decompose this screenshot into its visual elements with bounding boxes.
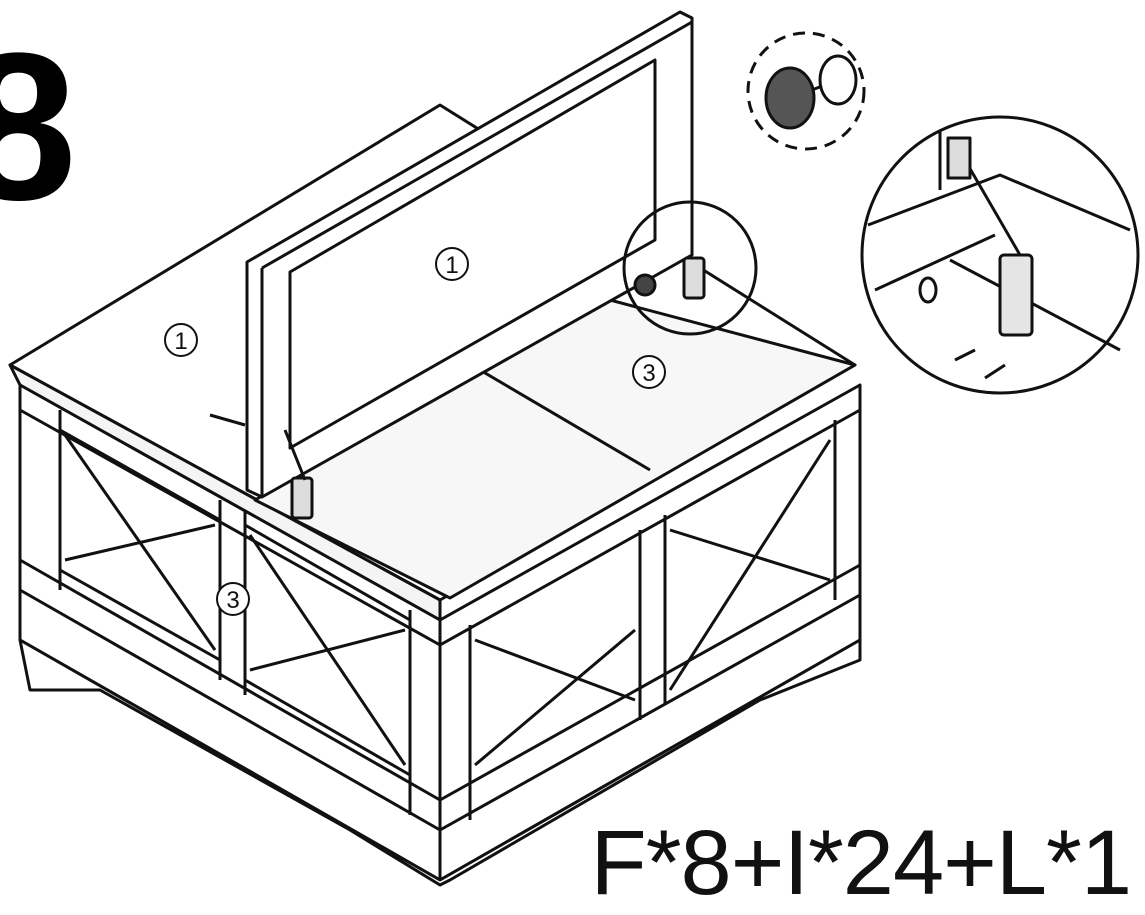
part-label-lid-open: 1 — [435, 247, 469, 281]
magnified-hinge-circle — [860, 115, 1140, 395]
magnified-hinge-detail — [867, 130, 1131, 380]
hinge-callout-part — [682, 256, 706, 300]
svg-text:1: 1 — [445, 252, 458, 279]
svg-text:3: 3 — [642, 360, 655, 387]
part-label-front-panel: 3 — [216, 582, 250, 616]
svg-text:1: 1 — [174, 328, 187, 355]
part-label-lid-left: 1 — [164, 323, 198, 357]
step-number: 8 — [0, 9, 77, 244]
lid-frame-line-top — [261, 20, 693, 270]
plug-direction-line — [811, 84, 823, 92]
base-skirt — [18, 638, 862, 887]
panel-seam — [479, 368, 651, 472]
open-lid-inner-panel — [288, 58, 657, 450]
lift-hinge-mechanism — [209, 413, 314, 520]
right-face-rails — [439, 408, 861, 832]
plug-detail-circle — [746, 31, 866, 151]
hole-marker — [633, 273, 657, 297]
hole-outline-icon — [818, 54, 858, 106]
part-label-bottom-panel: 3 — [632, 355, 666, 389]
hinge-callout-circle — [622, 200, 758, 336]
svg-text:3: 3 — [226, 587, 239, 614]
parts-summary: F*8+I*24+L*1 — [590, 812, 1132, 914]
hole-plug-icon — [764, 66, 816, 130]
